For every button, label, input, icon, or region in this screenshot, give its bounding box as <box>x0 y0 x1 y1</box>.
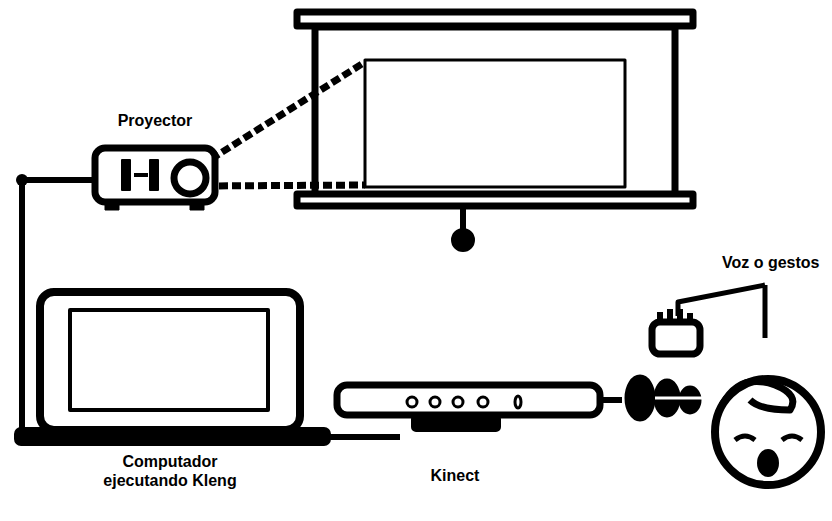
sensing-wave <box>655 397 705 400</box>
callout-label: Voz o gestos <box>722 254 820 272</box>
sensing-wave <box>626 376 654 420</box>
device-node: Kinect <box>400 380 510 485</box>
leader-line <box>678 285 765 316</box>
projector-vent <box>122 160 130 190</box>
kinect-sensor <box>430 397 440 407</box>
kinect-sensor <box>515 396 521 408</box>
hand-fingers <box>660 309 690 322</box>
kinect-sensor <box>407 397 417 407</box>
cable <box>22 180 95 437</box>
user-hair <box>722 381 793 410</box>
kinect-bar <box>337 385 600 415</box>
device-label: Proyector <box>118 112 193 130</box>
screen-knob <box>452 229 474 251</box>
kinect-sensor <box>453 397 463 407</box>
laptop-screen <box>40 292 300 430</box>
cable-joint <box>16 174 28 186</box>
device-label: Computador ejecutando Kleng <box>90 453 250 490</box>
projection-beam <box>200 62 365 166</box>
sensing-wave <box>680 387 700 413</box>
projector-foot <box>105 202 119 210</box>
projector-foot <box>190 202 204 210</box>
projector-vent <box>134 173 148 177</box>
projector-lens <box>174 162 206 194</box>
user-head <box>715 379 821 485</box>
screen-cord <box>460 208 466 230</box>
laptop-display <box>70 310 268 410</box>
cable-joint <box>16 431 28 443</box>
projection-beam <box>206 185 365 186</box>
leader-line <box>763 285 768 338</box>
screen-frame <box>315 27 675 195</box>
hand-icon <box>652 322 700 354</box>
device-node: Computador ejecutando Kleng <box>40 290 300 490</box>
sensing-link <box>600 397 622 403</box>
cable <box>300 434 400 440</box>
kinect-stand <box>412 415 500 431</box>
user-eye <box>735 436 755 440</box>
kinect-sensor <box>478 397 488 407</box>
projector-vent <box>150 160 158 190</box>
device-node: Proyector <box>95 112 215 210</box>
screen-surface <box>365 60 625 187</box>
user-eye <box>782 436 802 440</box>
screen-bottom-bar <box>297 194 693 206</box>
user-mouth <box>758 450 778 476</box>
laptop-base <box>15 428 330 445</box>
device-label: Kinect <box>431 467 480 485</box>
projector-body <box>95 148 215 202</box>
